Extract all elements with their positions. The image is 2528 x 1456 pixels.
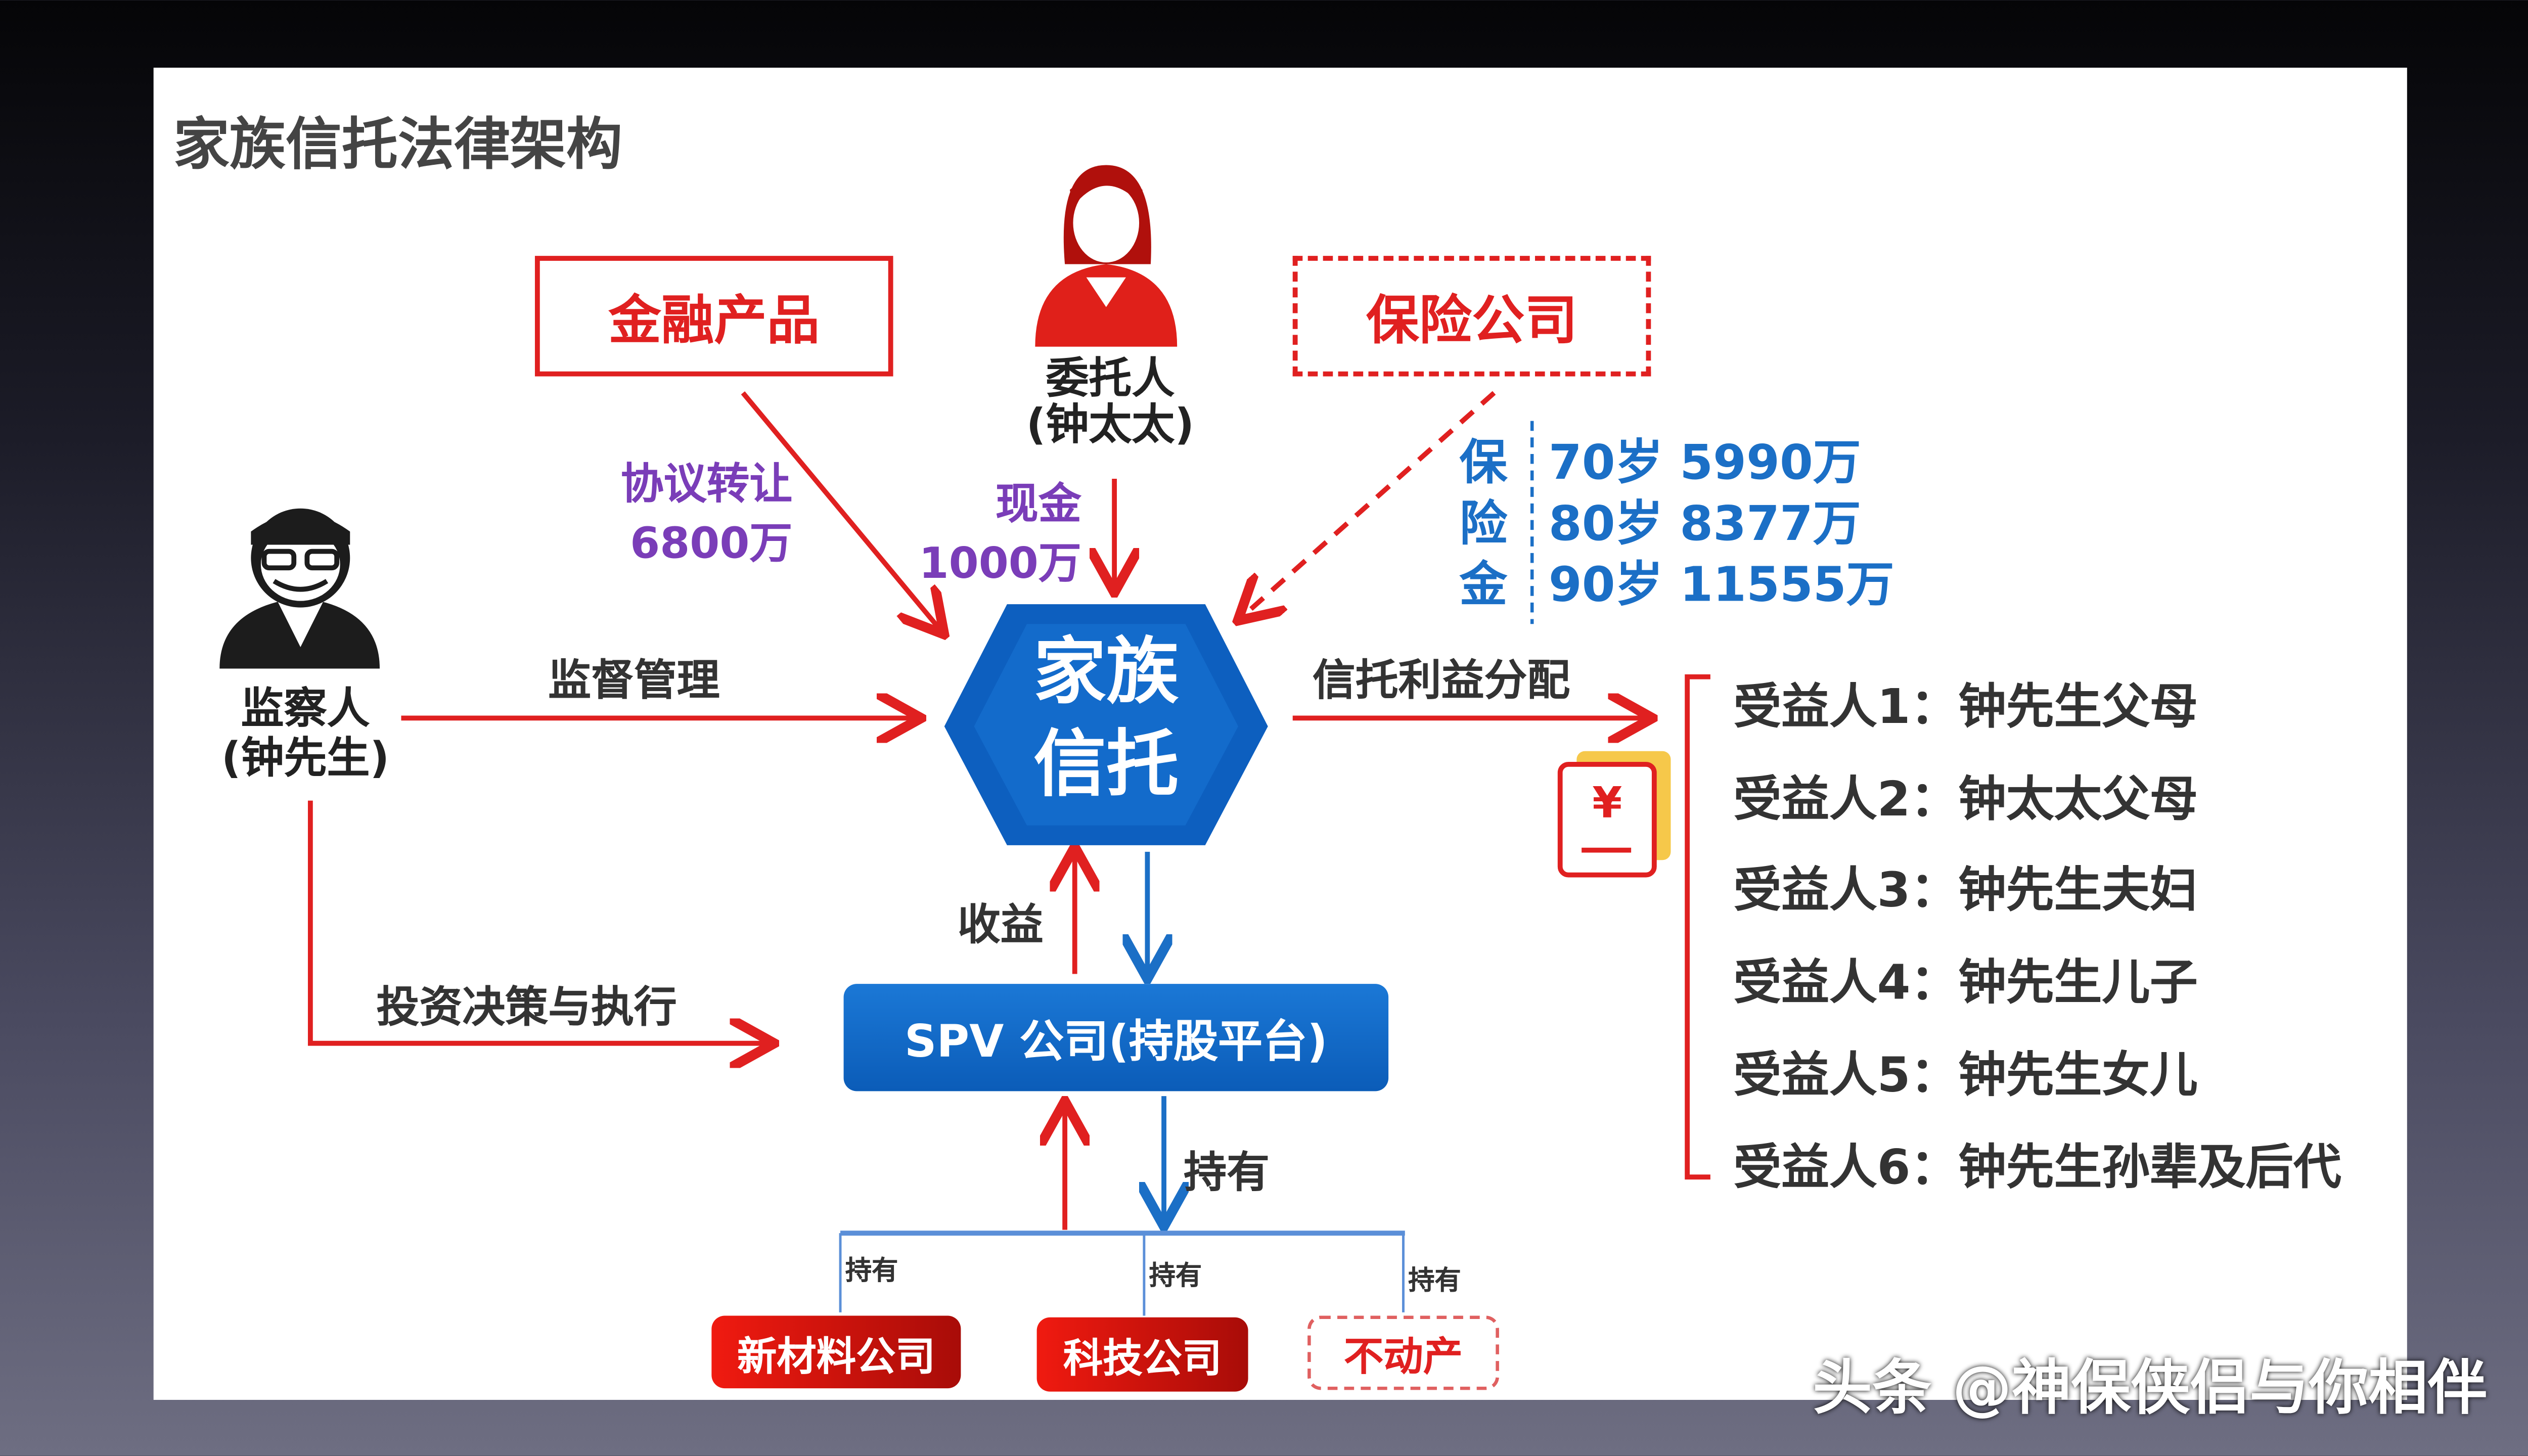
beneficiary-item: 受益人5：钟先生女儿 — [1733, 1046, 2198, 1103]
cash-text: 现金 — [995, 480, 1081, 530]
supervisor-name: (钟先生) — [221, 735, 390, 785]
benefit-row: 70岁 5990万 — [1548, 434, 1861, 490]
benefit-row: 80岁 8377万 — [1548, 495, 1861, 552]
beneficiary-item: 受益人2：钟太太父母 — [1733, 770, 2198, 827]
insurance-arrow — [1242, 391, 1496, 617]
hold-label: 持有 — [1184, 1149, 1270, 1199]
yuan-symbol: ¥ — [1592, 779, 1622, 829]
watermark: 头条 @神保侠侣与你相伴 — [1813, 1355, 2488, 1423]
transfer-arrow — [741, 391, 941, 630]
insurance-benefit-label: 保 险 金 — [1460, 433, 1508, 616]
invest-arrow — [307, 800, 770, 1043]
spv-company-box: SPV 公司(持股平台) — [843, 984, 1389, 1091]
income-label: 收益 — [957, 901, 1044, 951]
tech-company-box: 科技公司 — [1036, 1317, 1248, 1392]
supervisor-person-icon — [219, 508, 380, 669]
ins-char: 险 — [1459, 495, 1508, 552]
trust-line2: 信托 — [1033, 723, 1179, 807]
yuan-document-icon — [1557, 751, 1671, 878]
transfer-text: 协议转让 — [620, 461, 793, 510]
settlor-label: 委托人 (钟太太) — [990, 356, 1230, 449]
beneficiary-item: 受益人4：钟先生儿子 — [1733, 954, 2198, 1011]
supervisor-label: 监察人 (钟先生) — [190, 685, 421, 784]
beneficiary-item: 受益人6：钟先生孙辈及后代 — [1733, 1139, 2341, 1196]
distribution-label: 信托利益分配 — [1312, 657, 1570, 707]
hold-small-label: 持有 — [1149, 1259, 1202, 1291]
financial-product-box: 金融产品 — [534, 256, 893, 377]
cash-label: 现金 1000万 — [891, 475, 1081, 594]
settlor-person-icon — [1035, 165, 1178, 347]
beneficiary-item: 受益人1：钟先生父母 — [1733, 678, 2198, 735]
family-trust-label: 家族 信托 — [944, 627, 1268, 812]
supervise-label: 监督管理 — [548, 657, 720, 707]
cash-amount: 1000万 — [919, 539, 1081, 589]
new-materials-company-box: 新材料公司 — [711, 1315, 961, 1389]
beneficiary-item: 受益人3：钟先生夫妇 — [1733, 861, 2198, 918]
slide — [153, 67, 2407, 1400]
invest-label: 投资决策与执行 — [376, 984, 677, 1034]
hold-small-label: 持有 — [1408, 1264, 1461, 1296]
trust-line1: 家族 — [1033, 630, 1179, 715]
insurance-company-box: 保险公司 — [1292, 256, 1651, 377]
benefit-row: 90岁 11555万 — [1548, 556, 1894, 613]
real-estate-box: 不动产 — [1307, 1315, 1499, 1390]
hold-small-label: 持有 — [845, 1254, 898, 1286]
settlor-role: 委托人 — [1046, 355, 1175, 405]
insurance-benefit-rows: 70岁 5990万 80岁 8377万 90岁 11555万 — [1549, 433, 1894, 616]
settlor-name: (钟太太) — [1026, 401, 1195, 451]
transfer-amount: 6800万 — [630, 520, 793, 570]
supervisor-role: 监察人 — [241, 685, 370, 735]
beneficiary-bracket — [1685, 674, 1710, 1180]
ins-char: 保 — [1459, 434, 1508, 490]
transfer-label: 协议转让 6800万 — [561, 456, 793, 574]
ins-char: 金 — [1459, 556, 1508, 613]
page-title: 家族信托法律架构 — [173, 112, 623, 178]
